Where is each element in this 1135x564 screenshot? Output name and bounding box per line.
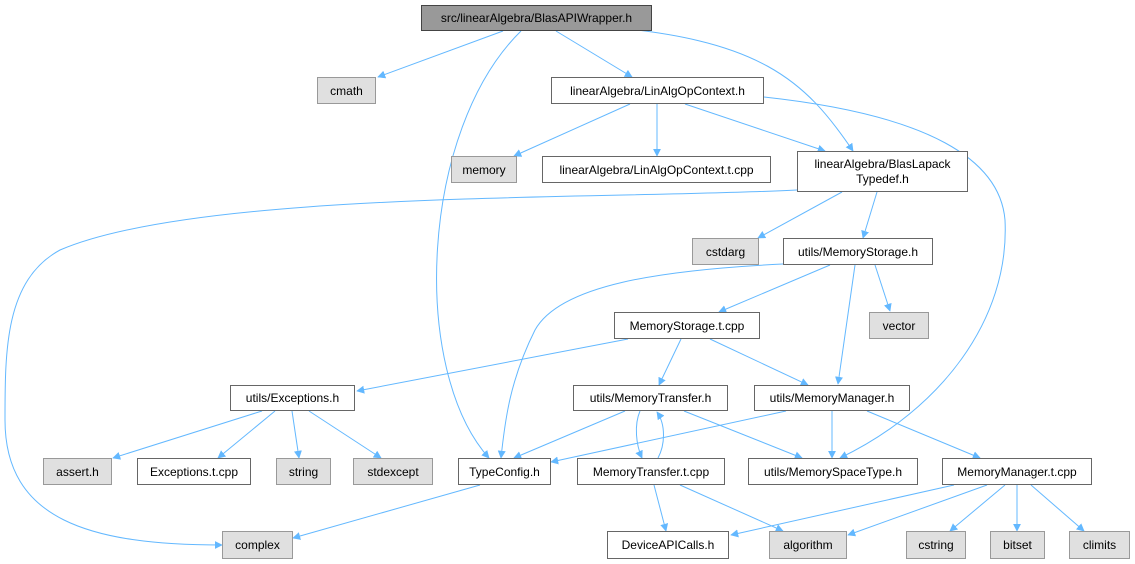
node-assert-h[interactable]: assert.h xyxy=(43,458,112,485)
node-cstring[interactable]: cstring xyxy=(906,531,966,559)
node-complex[interactable]: complex xyxy=(222,531,293,559)
edge-memstorage-typeconfig xyxy=(497,263,784,459)
node-exceptions-tcpp[interactable]: Exceptions.t.cpp xyxy=(137,458,251,485)
node-memorystorage-h[interactable]: utils/MemoryStorage.h xyxy=(783,238,933,265)
edge-memmanagertcpp-algorithm xyxy=(847,484,988,537)
node-climits[interactable]: climits xyxy=(1069,531,1130,559)
node-memory[interactable]: memory xyxy=(451,156,517,183)
node-typeconfig-h[interactable]: TypeConfig.h xyxy=(458,458,551,485)
edge-memtransfertcpp-deviceapicalls xyxy=(653,484,669,532)
edge-exceptions-exceptionstcpp xyxy=(217,410,276,459)
edge-memstoragetcpp-memmanager xyxy=(709,338,809,386)
edge-memstorage-memstoragetcpp xyxy=(718,264,831,313)
edge-memmanagertcpp-climits xyxy=(1030,484,1085,532)
node-root-blasapiwrapper[interactable]: src/linearAlgebra/BlasAPIWrapper.h xyxy=(421,5,652,31)
edge-exceptions-assert xyxy=(112,410,263,460)
edge-linalgctx-memory xyxy=(513,103,631,157)
node-cstdarg[interactable]: cstdarg xyxy=(692,238,759,265)
node-memorystorage-tcpp[interactable]: MemoryStorage.t.cpp xyxy=(614,312,760,339)
node-bitset[interactable]: bitset xyxy=(990,531,1045,559)
node-linalgopcontext-h[interactable]: linearAlgebra/LinAlgOpContext.h xyxy=(551,77,764,104)
edge-memstoragetcpp-memtransfer xyxy=(658,338,682,386)
edge-memmanager-typeconfig xyxy=(550,410,787,465)
edge-blaslapack-complex xyxy=(4,189,798,549)
node-stdexcept[interactable]: stdexcept xyxy=(353,458,433,485)
edge-memtransfer-typeconfig xyxy=(513,410,626,459)
edge-memstorage-memmanager xyxy=(835,264,856,385)
node-exceptions-h[interactable]: utils/Exceptions.h xyxy=(230,385,355,411)
edge-memstoragetcpp-exceptions xyxy=(356,338,629,394)
edge-memmanagertcpp-cstring xyxy=(949,484,1006,532)
node-blaslapacktypedef[interactable]: linearAlgebra/BlasLapack Typedef.h xyxy=(797,151,968,192)
edge-memtransfertcpp-algorithm xyxy=(679,484,784,532)
edge-typeconfig-complex xyxy=(292,484,481,540)
edge-root-cmath xyxy=(377,30,504,79)
edge-root-blaslapack xyxy=(594,25,854,152)
node-memorytransfer-tcpp[interactable]: MemoryTransfer.t.cpp xyxy=(577,458,725,485)
node-cmath[interactable]: cmath xyxy=(317,77,376,104)
node-algorithm[interactable]: algorithm xyxy=(769,531,847,559)
edge-exceptions-stdexcept xyxy=(308,410,382,459)
node-deviceapicalls-h[interactable]: DeviceAPICalls.h xyxy=(607,531,729,559)
node-memorymanager-tcpp[interactable]: MemoryManager.t.cpp xyxy=(942,458,1092,485)
node-string[interactable]: string xyxy=(276,458,331,485)
edge-memmanagertcpp-deviceapicalls xyxy=(730,484,955,538)
edge-memstorage-vector xyxy=(874,264,892,312)
edge-root-linalgctx xyxy=(555,30,633,78)
edge-blaslapack-cstdarg xyxy=(757,191,843,239)
edge-memtransfertcpp-memtransfer xyxy=(656,411,665,459)
node-linalgopcontext-tcpp[interactable]: linearAlgebra/LinAlgOpContext.t.cpp xyxy=(542,156,771,183)
node-memoryspacetype-h[interactable]: utils/MemorySpaceType.h xyxy=(748,458,918,485)
node-memorymanager-h[interactable]: utils/MemoryManager.h xyxy=(754,385,910,411)
node-memorytransfer-h[interactable]: utils/MemoryTransfer.h xyxy=(573,385,728,411)
edge-memtransfer-memspacetype xyxy=(683,410,803,460)
edge-blaslapack-memstorage xyxy=(861,191,878,239)
edge-root-typeconfig xyxy=(436,30,522,459)
edge-memmanager-memmanagertcpp xyxy=(866,410,981,459)
edge-linalgctx-memspacetype xyxy=(763,96,1006,459)
node-vector[interactable]: vector xyxy=(869,312,929,339)
edge-linalgctx-blaslapack xyxy=(684,103,826,153)
edge-exceptions-string xyxy=(291,410,302,459)
edge-memtransfer-memtransfertcpp xyxy=(635,410,643,459)
